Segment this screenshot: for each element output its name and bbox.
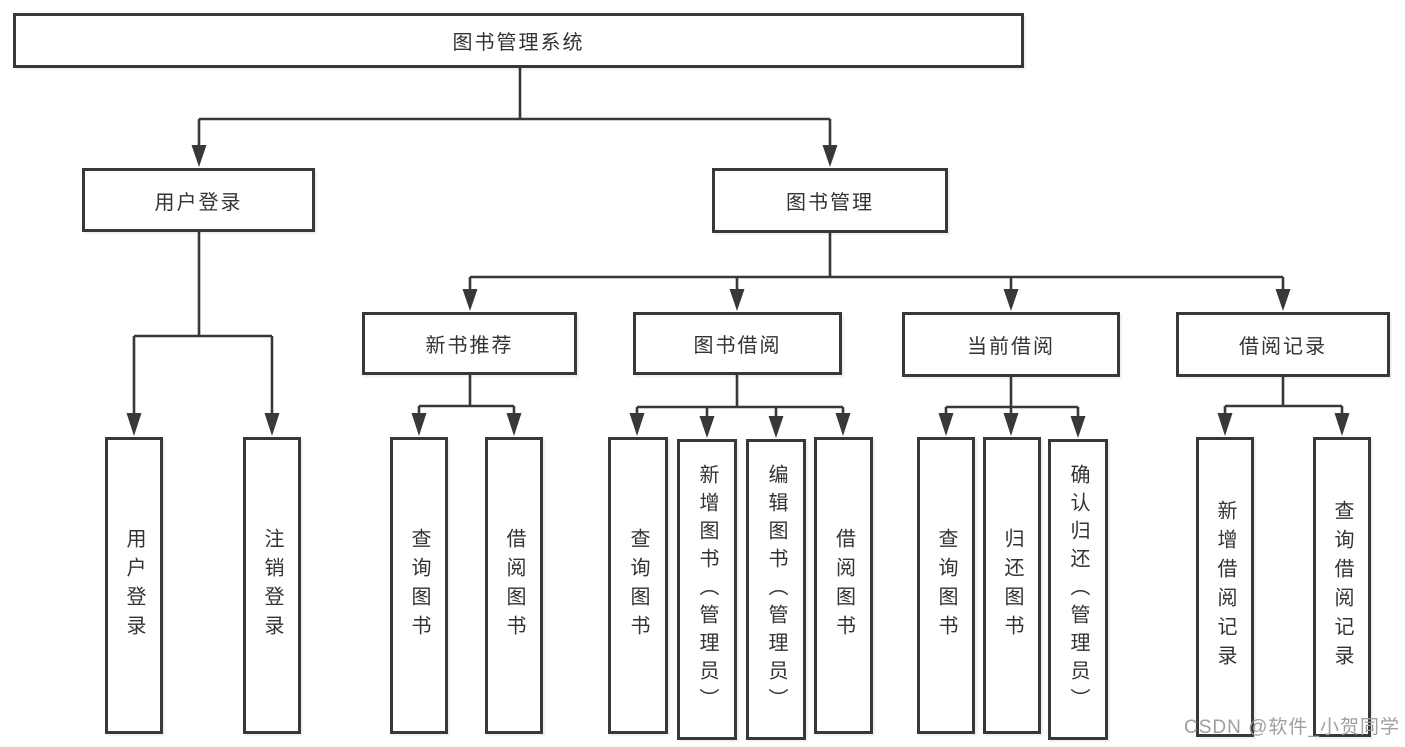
leaf-return-books: 归还图书 <box>983 437 1041 734</box>
connector-paths <box>132 68 1344 418</box>
leaf-current-query-books-label: 查询图书 <box>935 527 957 644</box>
leaf-confirm-return-admin: 确认归还（管理员） <box>1048 439 1108 740</box>
leaf-rec-query-books: 查询图书 <box>390 437 448 734</box>
leaf-borrow-query-books: 查询图书 <box>608 437 668 734</box>
leaf-borrow-query-books-label: 查询图书 <box>627 527 649 644</box>
leaf-edit-books-admin: 编辑图书（管理员） <box>746 439 806 740</box>
leaf-logout-label: 注销登录 <box>261 527 283 644</box>
leaf-add-borrow-record-label: 新增借阅记录 <box>1214 500 1236 674</box>
node-root-system: 图书管理系统 <box>13 13 1024 68</box>
node-book-management-label: 图书管理 <box>786 192 874 214</box>
node-book-management-branch: 图书管理 <box>712 168 948 233</box>
leaf-logout: 注销登录 <box>243 437 301 734</box>
node-book-borrowing-label: 图书借阅 <box>693 335 782 357</box>
leaf-confirm-return-admin-label: 确认归还（管理员） <box>1067 463 1089 716</box>
arrowheads <box>126 145 1350 438</box>
leaf-rec-query-books-label: 查询图书 <box>408 527 430 644</box>
node-new-book-recommendation-label: 新书推荐 <box>425 335 514 357</box>
leaf-current-query-books: 查询图书 <box>917 437 975 734</box>
leaf-rec-borrow-books-label: 借阅图书 <box>503 527 525 644</box>
node-user-login-branch-label: 用户登录 <box>154 191 243 214</box>
leaf-query-borrow-record-label: 查询借阅记录 <box>1331 500 1353 674</box>
node-user-login-branch: 用户登录 <box>82 168 315 232</box>
leaf-query-borrow-record: 查询借阅记录 <box>1313 437 1371 737</box>
leaf-add-books-admin-label: 新增图书（管理员） <box>696 463 718 716</box>
node-book-borrowing: 图书借阅 <box>633 312 842 375</box>
leaf-add-books-admin: 新增图书（管理员） <box>677 439 737 740</box>
csdn-watermark: CSDN @软件_小贺同学 <box>1184 717 1400 738</box>
node-root-label: 图书管理系统 <box>452 32 585 54</box>
leaf-return-books-label: 归还图书 <box>1001 527 1023 644</box>
node-new-book-recommendation: 新书推荐 <box>362 312 577 375</box>
node-borrowing-records-label: 借阅记录 <box>1239 336 1327 358</box>
leaf-rec-borrow-books: 借阅图书 <box>485 437 543 734</box>
leaf-user-login-label: 用户登录 <box>123 527 145 644</box>
leaf-user-login: 用户登录 <box>105 437 163 734</box>
node-current-borrowing: 当前借阅 <box>902 312 1120 377</box>
leaf-borrow-borrow-books: 借阅图书 <box>814 437 873 734</box>
leaf-edit-books-admin-label: 编辑图书（管理员） <box>765 463 787 716</box>
node-current-borrowing-label: 当前借阅 <box>967 336 1055 358</box>
node-borrowing-records: 借阅记录 <box>1176 312 1390 377</box>
leaf-borrow-borrow-books-label: 借阅图书 <box>832 527 855 644</box>
leaf-add-borrow-record: 新增借阅记录 <box>1196 437 1254 737</box>
